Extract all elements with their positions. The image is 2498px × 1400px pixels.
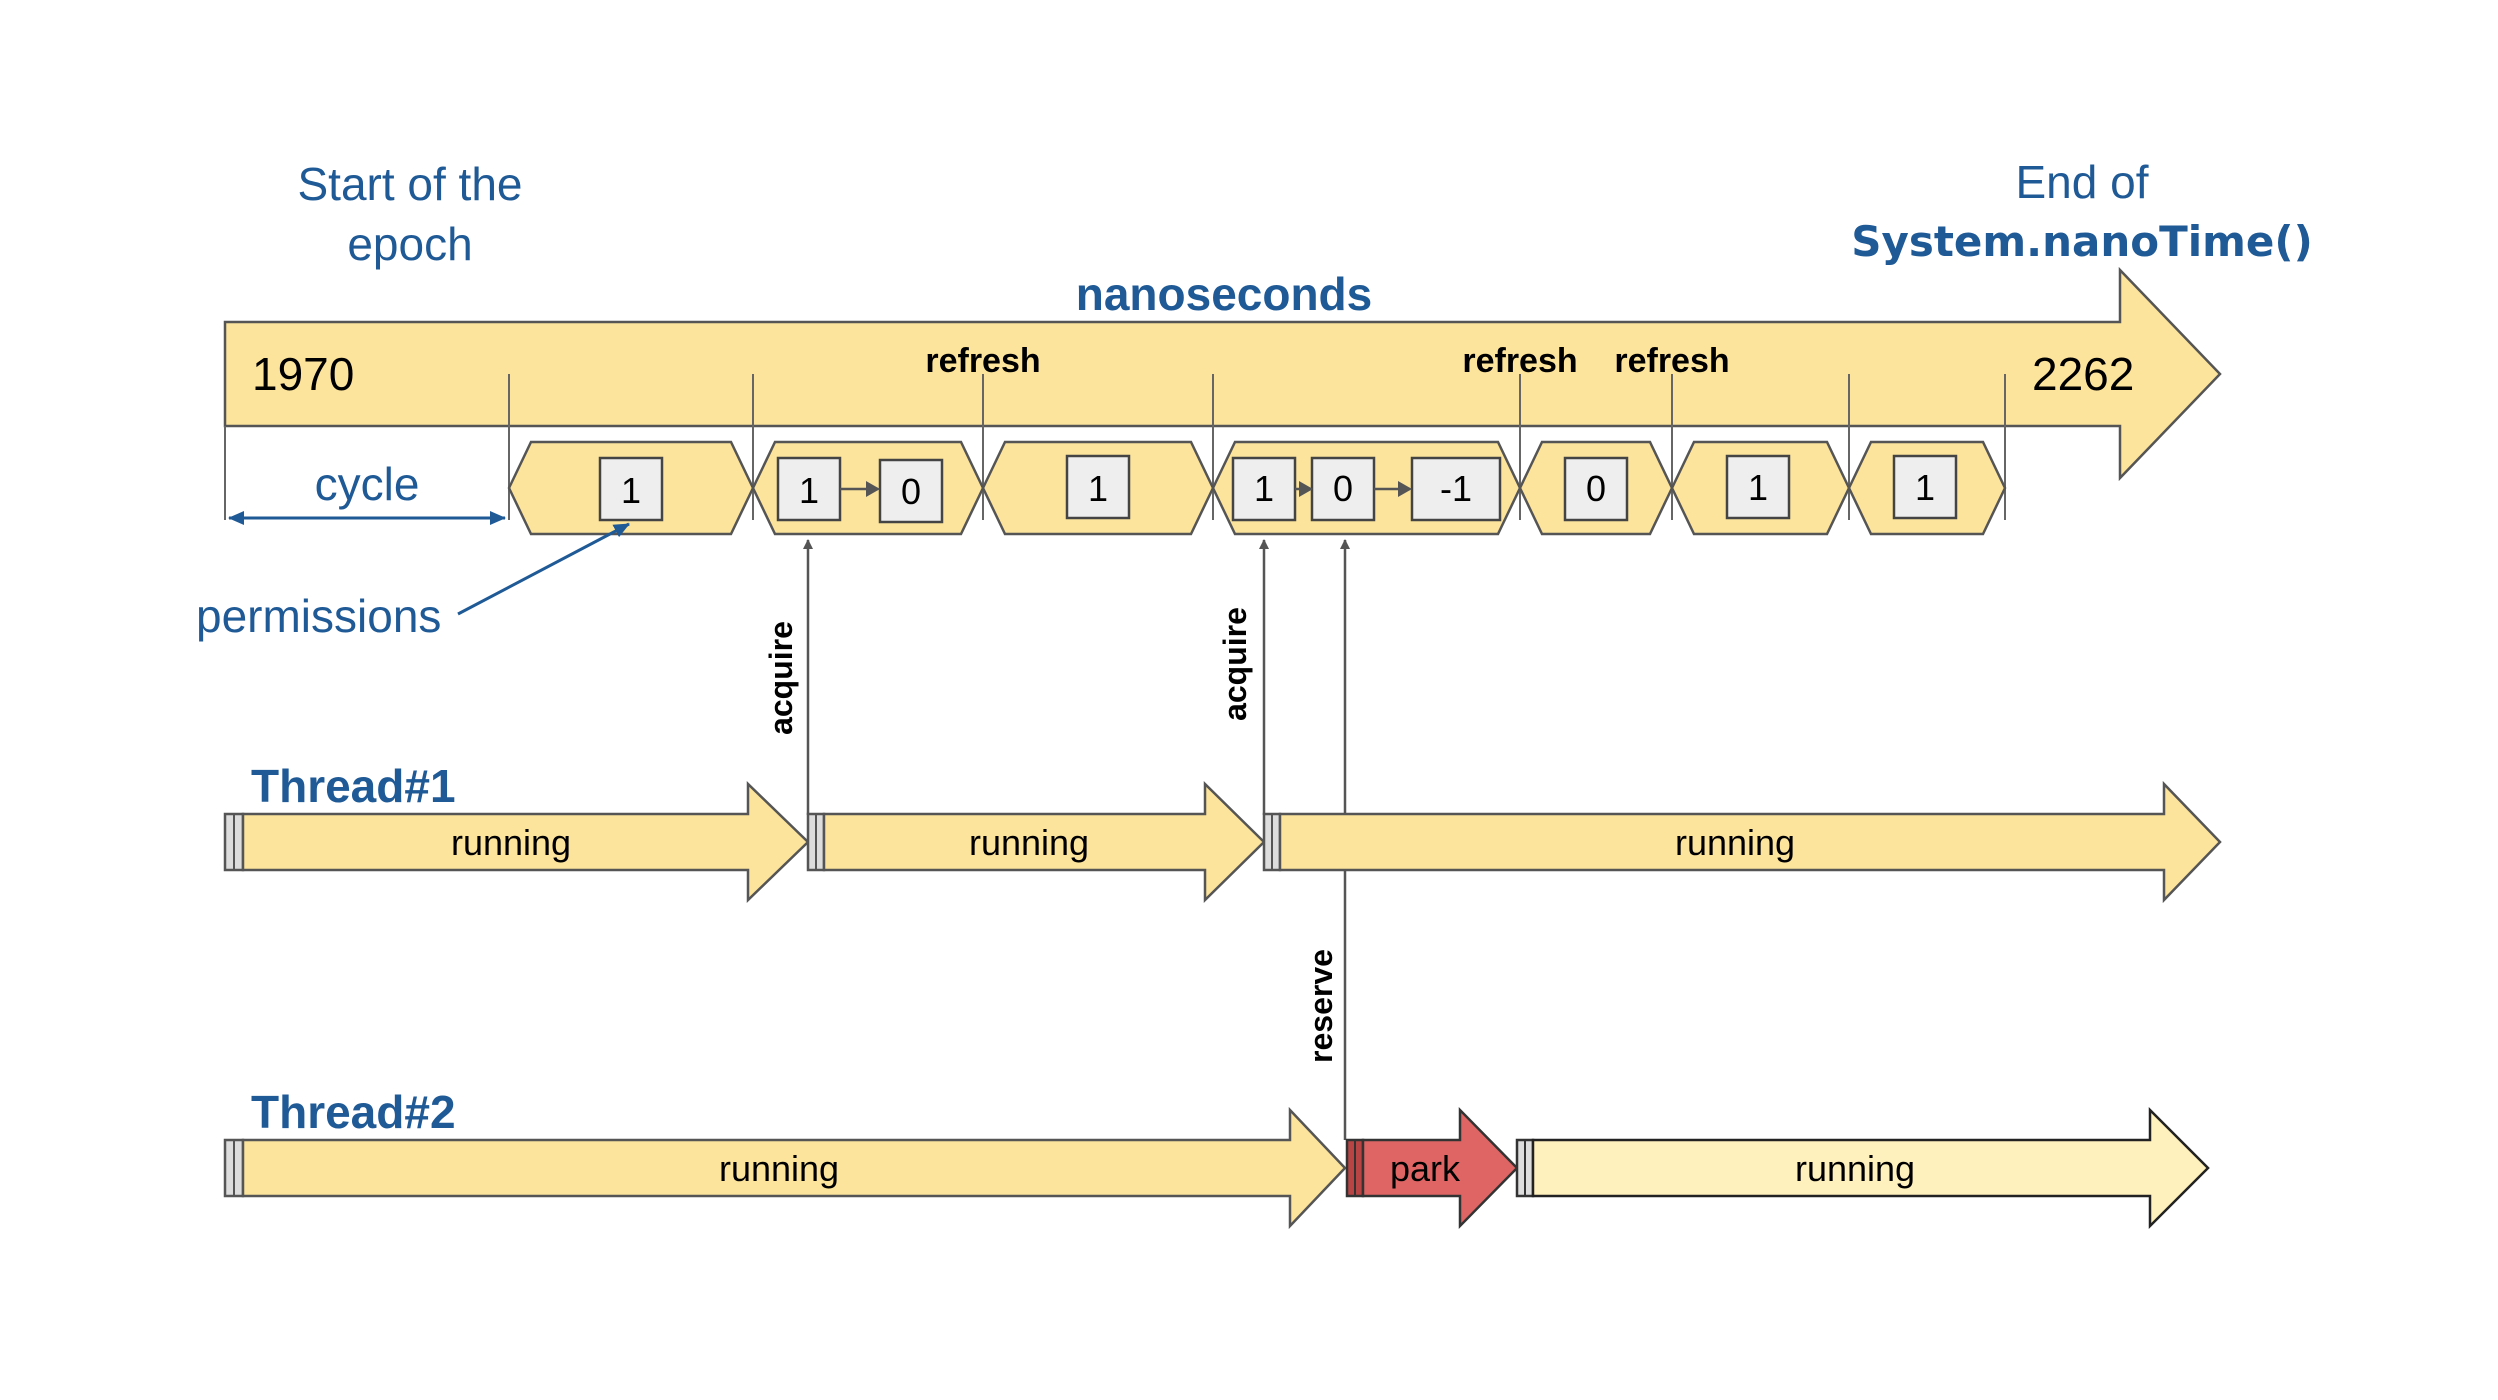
permission-value: 1	[1915, 467, 1935, 508]
permission-value: 1	[1254, 468, 1274, 509]
permissions-pointer-arrow	[457, 522, 630, 616]
cycle-label: cycle	[315, 458, 420, 510]
thread-2-segment-label: park	[1390, 1148, 1461, 1189]
thread-1-timeline	[223, 780, 2222, 904]
thread-1-label: Thread#1	[251, 760, 456, 812]
acquire-label-2: acquire	[1217, 607, 1253, 721]
park-segment	[1361, 1106, 1519, 1230]
thread-2-label: Thread#2	[251, 1086, 456, 1138]
running-segment	[241, 1106, 1347, 1230]
permission-box	[1410, 456, 1502, 522]
end-year-label: 2262	[2032, 348, 2134, 400]
thread-1-segment-label: running	[969, 822, 1089, 863]
running-segment	[822, 781, 1266, 903]
nanoseconds-label: nanoseconds	[1076, 268, 1373, 320]
permission-value: 0	[1333, 468, 1353, 509]
permission-value: 1	[1088, 468, 1108, 509]
reserve-label: reserve	[1303, 949, 1339, 1063]
permission-box	[1725, 454, 1791, 520]
epoch-end-label-line1: End of	[2016, 156, 2149, 208]
permission-value: 1	[1748, 467, 1768, 508]
permission-value: -1	[1440, 468, 1472, 509]
running-segment	[1531, 1106, 2210, 1230]
thread-1-segment-label: running	[1675, 822, 1795, 863]
permission-value: 1	[799, 470, 819, 511]
thread-2-segment-label: running	[719, 1148, 839, 1189]
permission-value: 1	[621, 470, 641, 511]
epoch-start-label-line1: Start of the	[297, 158, 522, 210]
permission-box	[598, 456, 664, 522]
permission-box	[776, 456, 842, 522]
thread-1-segment-label: running	[451, 822, 571, 863]
permissions-label: permissions	[196, 590, 441, 642]
permission-box	[1231, 456, 1297, 522]
permission-box	[1563, 456, 1629, 522]
permission-value: 0	[1586, 468, 1606, 509]
cycle-tick-marks	[224, 374, 2006, 520]
thread-2-timeline	[223, 1106, 2210, 1230]
permission-value: 0	[901, 471, 921, 512]
box-arrowheads	[866, 481, 1412, 497]
thread-2-segment-label: running	[1795, 1148, 1915, 1189]
running-segment	[1278, 780, 2222, 904]
permission-box	[878, 458, 944, 524]
nanoseconds-timeline-arrow	[223, 266, 2222, 482]
start-year-label: 1970	[252, 348, 354, 400]
epoch-end-label-line2: System.nanoTime()	[1851, 217, 2313, 266]
epoch-start-label-line2: epoch	[347, 218, 472, 270]
permission-box	[1065, 454, 1131, 520]
refresh-label-2: refresh	[1462, 342, 1577, 380]
running-segment	[241, 781, 810, 903]
acquire-label-1: acquire	[763, 621, 799, 735]
refresh-label-3: refresh	[1614, 342, 1729, 380]
refresh-label-1: refresh	[925, 342, 1040, 380]
permission-boxes: 1 1 0 1 1 0 -1 0 1 1	[598, 454, 1958, 524]
permission-box	[1892, 454, 1958, 520]
